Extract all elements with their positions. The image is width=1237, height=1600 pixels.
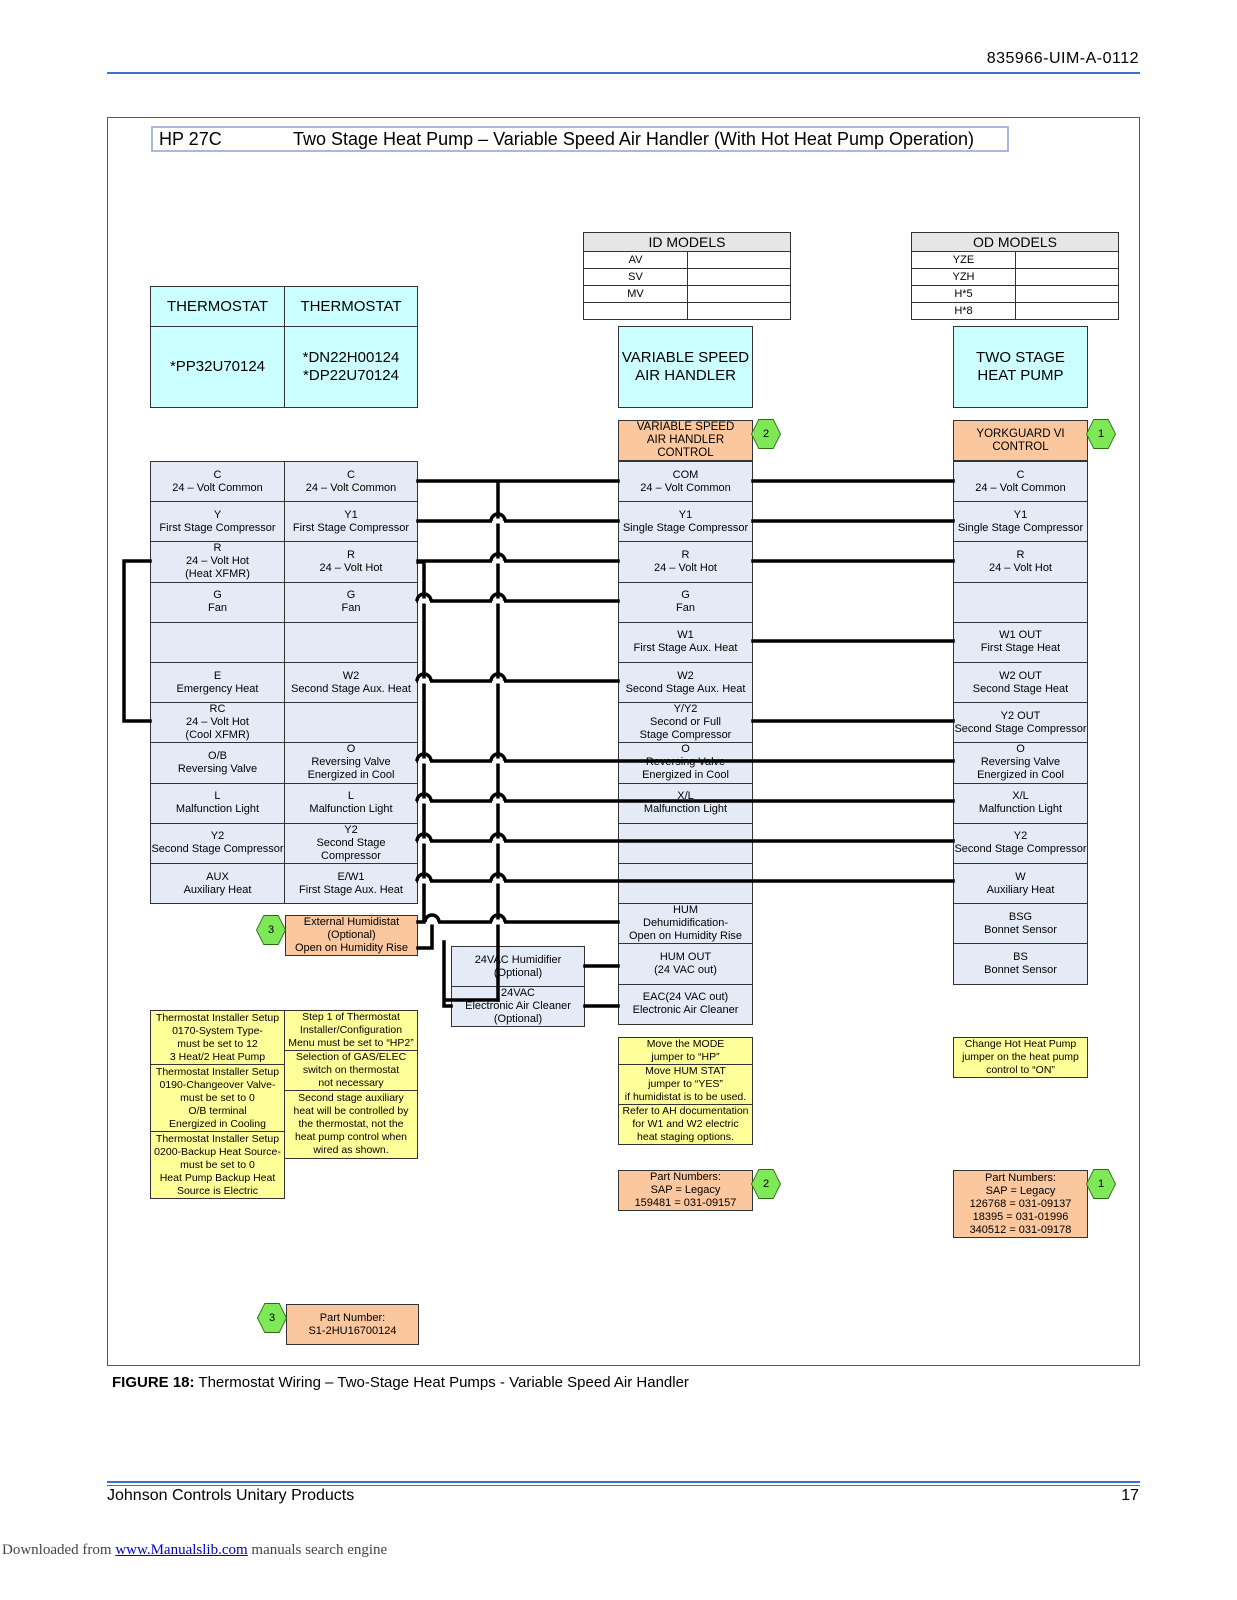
heat-pump-terminal: Y1 Single Stage Compressor — [953, 501, 1088, 543]
header-rule — [107, 72, 1140, 74]
thermostat-1-terminal: C 24 – Volt Common — [150, 461, 285, 503]
download-note: Downloaded from www.Manualslib.com manua… — [2, 1542, 387, 1559]
thermostat-2-terminal: O Reversing Valve Energized in Cool — [284, 742, 418, 784]
footer-rule-top — [107, 1481, 1140, 1483]
ah-badge: 2 — [752, 420, 780, 448]
air-handler-terminal: HUM Dehumidification- Open on Humidity R… — [618, 903, 753, 945]
air-handler-terminal: COM 24 – Volt Common — [618, 461, 753, 503]
thermostat-1-terminal: AUX Auxiliary Heat — [150, 863, 285, 905]
wire-hops — [415, 512, 507, 925]
ah-part-numbers: Part Numbers: SAP = Legacy 159481 = 031-… — [618, 1170, 753, 1211]
wire-r — [416, 559, 955, 924]
id-model-value — [687, 302, 791, 320]
download-link[interactable]: www.Manualslib.com — [115, 1542, 248, 1558]
heat-pump-terminal: O Reversing Valve Energized in Cool — [953, 742, 1088, 784]
air-handler-terminal: Y/Y2 Second or Full Stage Compressor — [618, 702, 753, 744]
heat-pump-label: TWO STAGE HEAT PUMP — [953, 326, 1088, 408]
od-model-value — [1015, 302, 1119, 320]
id-models-header: ID MODELS — [583, 232, 791, 252]
thermostat-2-terminal — [284, 621, 418, 663]
air-handler-control: VARIABLE SPEED AIR HANDLER CONTROL — [618, 420, 753, 461]
heat-pump-terminal: R 24 – Volt Hot — [953, 541, 1088, 583]
air-handler-terminal: W1 First Stage Aux. Heat — [618, 621, 753, 663]
heat-pump-control: YORKGUARD VI CONTROL — [953, 420, 1088, 461]
air-handler-terminal: EAC(24 VAC out) Electronic Air Cleaner — [618, 983, 753, 1025]
thermostat-2-terminal: G Fan — [284, 581, 418, 623]
thermostat-1-note: Thermostat Installer Setup 0190-Changeov… — [150, 1064, 285, 1132]
footer-page-number: 17 — [1121, 1487, 1139, 1504]
hp-part-numbers: Part Numbers: SAP = Legacy 126768 = 031-… — [953, 1170, 1088, 1238]
thermostat-2-note: Selection of GAS/ELEC switch on thermost… — [284, 1050, 418, 1091]
thermostat-2-note: Step 1 of Thermostat Installer/Configura… — [284, 1010, 418, 1051]
air-handler-terminal: R 24 – Volt Hot — [618, 541, 753, 583]
air-handler-terminal: G Fan — [618, 581, 753, 623]
thermostat-1-model: *PP32U70124 — [150, 326, 285, 408]
thermostat-2-note: Second stage auxiliary heat will be cont… — [284, 1090, 418, 1159]
thermostat-1-note: Thermostat Installer Setup 0170-System T… — [150, 1010, 285, 1065]
thermostat-2-terminal: C 24 – Volt Common — [284, 461, 418, 503]
thermostat-1-note: Thermostat Installer Setup 0200-Backup H… — [150, 1131, 285, 1199]
figure-caption-label: FIGURE 18: — [112, 1374, 195, 1391]
od-model-row: H*5 — [911, 285, 1016, 303]
footer-rule-bottom — [107, 1485, 1140, 1486]
air-handler-terminal — [618, 863, 753, 905]
heat-pump-terminal: BS Bonnet Sensor — [953, 943, 1088, 985]
humidistat-part-number: Part Number: S1-2HU16700124 — [286, 1304, 419, 1345]
thermostat-2-terminal: E/W1 First Stage Aux. Heat — [284, 863, 418, 905]
heat-pump-terminal: X/L Malfunction Light — [953, 782, 1088, 824]
thermostat-1-terminal: E Emergency Heat — [150, 662, 285, 704]
wire-r-rc-jumper — [122, 559, 152, 723]
air-handler-label: VARIABLE SPEED AIR HANDLER — [618, 326, 753, 408]
heat-pump-terminal: Y2 OUT Second Stage Compressor — [953, 702, 1088, 744]
heat-pump-terminal — [953, 581, 1088, 623]
thermostat-1-terminal: G Fan — [150, 581, 285, 623]
humidistat-badge: 3 — [257, 916, 285, 944]
thermostat-1-terminal: Y2 Second Stage Compressor — [150, 822, 285, 864]
footer-company: Johnson Controls Unitary Products — [107, 1487, 355, 1504]
thermostat-1-terminal: R 24 – Volt Hot (Heat XFMR) — [150, 541, 285, 583]
thermostat-2-terminal: Y2 Second Stage Compressor — [284, 822, 418, 864]
diagram-model: HP 27C — [159, 129, 222, 149]
od-model-row: H*8 — [911, 302, 1016, 320]
air-handler-note: Refer to AH documentation for W1 and W2 … — [618, 1104, 753, 1145]
air-handler-note: Move HUM STAT jumper to “YES” if humidis… — [618, 1064, 753, 1105]
thermostat-1-terminal: Y First Stage Compressor — [150, 501, 285, 543]
wiring-diagram — [122, 479, 955, 1008]
thermostat-2-label: THERMOSTAT — [284, 286, 418, 327]
heat-pump-terminal: C 24 – Volt Common — [953, 461, 1088, 503]
thermostat-2-terminal: L Malfunction Light — [284, 782, 418, 824]
thermostat-2-terminal: Y1 First Stage Compressor — [284, 501, 418, 543]
air-handler-terminal — [618, 822, 753, 864]
download-prefix: Downloaded from — [2, 1542, 112, 1558]
diagram-title: Two Stage Heat Pump – Variable Speed Air… — [293, 129, 975, 149]
ah-parts-badge: 2 — [752, 1170, 780, 1198]
download-suffix: manuals search engine — [247, 1542, 388, 1558]
air-handler-note: Move the MODE jumper to “HP” — [618, 1037, 753, 1065]
figure-frame — [107, 117, 1140, 1366]
thermostat-2-model: *DN22H00124 *DP22U70124 — [284, 326, 418, 408]
figure-caption: FIGURE 18: Thermostat Wiring – Two-Stage… — [112, 1374, 689, 1391]
wire-hum — [416, 920, 620, 950]
heat-pump-note: Change Hot Heat Pump jumper on the heat … — [953, 1037, 1088, 1078]
heat-pump-terminal: W1 OUT First Stage Heat — [953, 621, 1088, 663]
external-humidistat: External Humidistat (Optional) Open on H… — [285, 915, 418, 956]
thermostat-1-terminal: O/B Reversing Valve — [150, 742, 285, 784]
diagram-title-box: HP 27C Two Stage Heat Pump – Variable Sp… — [151, 126, 1009, 152]
document-id: 835966-UIM-A-0112 — [986, 50, 1139, 67]
wire-accessory-common — [442, 940, 500, 1008]
air-cleaner-box: 24VAC Electronic Air Cleaner (Optional) — [451, 986, 585, 1027]
figure-caption-text: Thermostat Wiring – Two-Stage Heat Pumps… — [198, 1374, 689, 1391]
air-handler-terminal: HUM OUT (24 VAC out) — [618, 943, 753, 985]
heat-pump-terminal: Y2 Second Stage Compressor — [953, 822, 1088, 864]
